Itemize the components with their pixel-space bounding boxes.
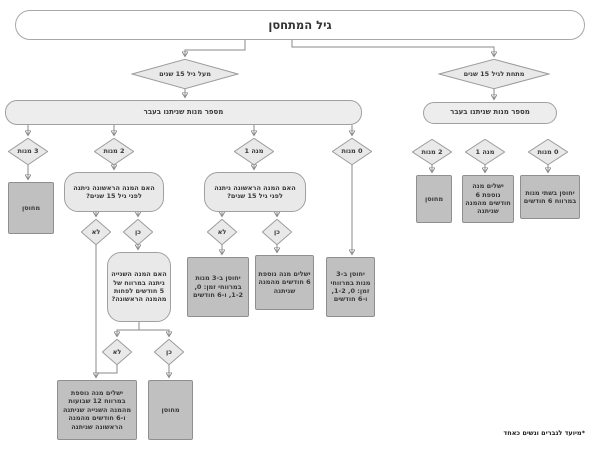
diamond-shape-icon: [262, 219, 292, 245]
decision-label: כן: [166, 347, 172, 356]
decision-right-0-doses: 0 מנות: [528, 139, 568, 165]
outcome-label: יחוסן ב-3 מנות במרווחי זמן: 0, 1-2, ו-6 …: [330, 270, 371, 304]
doses-header-label: מספר מנות שניתנו בעבר: [450, 108, 530, 117]
decision-no-c: לא: [102, 339, 132, 365]
outcome-vaccinated-left: מחוסן: [8, 182, 54, 234]
decision-right-2-doses: 2 מנות: [412, 139, 452, 165]
decision-label: לא: [112, 347, 122, 356]
question-second-dose-interval: האם המנה השנייה ניתנה במרווח של 5 חודשים…: [107, 252, 171, 322]
doses-header-right: מספר מנות שניתנו בעבר: [423, 102, 557, 124]
diamond-shape-icon: [81, 219, 111, 245]
decision-label: כן: [274, 227, 280, 236]
decision-label: 0 מנות: [341, 147, 363, 156]
decision-no-a: לא: [81, 219, 111, 245]
decision-yes-a: כן: [123, 219, 153, 245]
question-label: האם המנה הראשונה ניתנה לפני גיל 15 שנים?: [73, 183, 155, 200]
decision-right-1-dose: מנה 1: [465, 139, 505, 165]
decision-left-1-dose: מנה 1: [234, 138, 274, 165]
decision-no-b: לא: [207, 219, 237, 245]
outcome-vaccinated-mid: מחוסן: [148, 380, 193, 440]
decision-label: מנה 1: [475, 147, 495, 156]
diamond-shape-icon: [412, 139, 452, 165]
outcome-two-doses-6m: יחוסן בשתי מנות במרווח 6 חודשים: [520, 175, 580, 219]
decision-yes-b: כן: [262, 219, 292, 245]
question-label: האם המנה הראשונה ניתנה לפני גיל 15 שנים?: [214, 183, 296, 200]
decision-label: מעל גיל 15 שנים: [159, 69, 211, 78]
decision-left-3-doses: 3 מנות: [8, 138, 48, 165]
outcome-label: ישלים מנה נוספת 6 חודשים מהמנה שניתנה: [258, 269, 311, 295]
outcome-label: יחוסן בשתי מנות במרווח 6 חודשים: [523, 188, 577, 205]
diamond-shape-icon: [8, 138, 48, 165]
decision-yes-c: כן: [154, 339, 184, 365]
decision-over-15: מעל גיל 15 שנים: [131, 59, 239, 89]
outcome-three-doses-b: יחוסן ב-3 מנות במרווחי זמן: 0, 1-2, ו-6 …: [326, 257, 375, 317]
question-first-dose-before-15-a: האם המנה הראשונה ניתנה לפני גיל 15 שנים?: [64, 172, 164, 212]
doses-header-label: מספר מנות שניתנו בעבר: [143, 107, 224, 116]
outcome-label: מחוסן: [424, 194, 444, 203]
decision-label: 2 מנות: [421, 147, 443, 156]
diamond-shape-icon: [332, 138, 372, 165]
diamond-shape-icon: [131, 59, 239, 89]
outcome-label: ישלים מנה נוספת במרווח 12 שבועות מהמנה ה…: [62, 388, 132, 431]
decision-label: לא: [91, 227, 101, 236]
footnote: *מיועד לגברים ונשים כאחד: [503, 429, 585, 437]
outcome-three-doses-a: יחוסן ב-3 מנות במרווחי זמן: 0, 1-2, ו-6 …: [187, 257, 249, 317]
diamond-shape-icon: [154, 339, 184, 365]
outcome-label: מחוסן: [161, 405, 180, 414]
decision-left-0-doses: 0 מנות: [332, 138, 372, 165]
decision-label: לא: [217, 227, 227, 236]
decision-label: 3 מנות: [17, 147, 39, 156]
decision-label: כן: [135, 227, 141, 236]
outcome-label: ישלים מנה נוספת 6 חודשים מהמנה שניתנה: [465, 182, 511, 216]
decision-label: 2 מנות: [103, 147, 125, 156]
outcome-vaccinated-right: מחוסן: [416, 175, 452, 223]
flowchart-title-label: גיל המתחסן: [268, 17, 332, 32]
outcome-complete-6m-a: ישלים מנה נוספת 6 חודשים מהמנה שניתנה: [255, 255, 314, 310]
decision-label: 0 מנות: [537, 147, 559, 156]
flowchart-title: גיל המתחסן: [15, 10, 585, 40]
doses-header-left: מספר מנות שניתנו בעבר: [5, 100, 362, 125]
decision-under-15: מתחת לגיל 15 שנים: [438, 59, 550, 89]
outcome-label: יחוסן ב-3 מנות במרווחי זמן: 0, 1-2, ו-6 …: [192, 274, 244, 300]
outcome-complete-12w: ישלים מנה נוספת במרווח 12 שבועות מהמנה ה…: [57, 380, 137, 440]
decision-label: מנה 1: [244, 147, 264, 156]
question-label: האם המנה השנייה ניתנה במרווח של 5 חודשים…: [111, 270, 167, 304]
footnote-label: *מיועד לגברים ונשים כאחד: [503, 429, 585, 437]
diamond-shape-icon: [438, 59, 550, 89]
diamond-shape-icon: [102, 339, 132, 365]
question-first-dose-before-15-b: האם המנה הראשונה ניתנה לפני גיל 15 שנים?: [204, 172, 306, 212]
diamond-shape-icon: [465, 139, 505, 165]
decision-left-2-doses: 2 מנות: [94, 138, 134, 165]
decision-label: מתחת לגיל 15 שנים: [463, 69, 525, 78]
diamond-shape-icon: [207, 219, 237, 245]
outcome-label: מחוסן: [21, 203, 41, 212]
diamond-shape-icon: [528, 139, 568, 165]
outcome-complete-6m-b: ישלים מנה נוספת 6 חודשים מהמנה שניתנה: [462, 175, 514, 223]
